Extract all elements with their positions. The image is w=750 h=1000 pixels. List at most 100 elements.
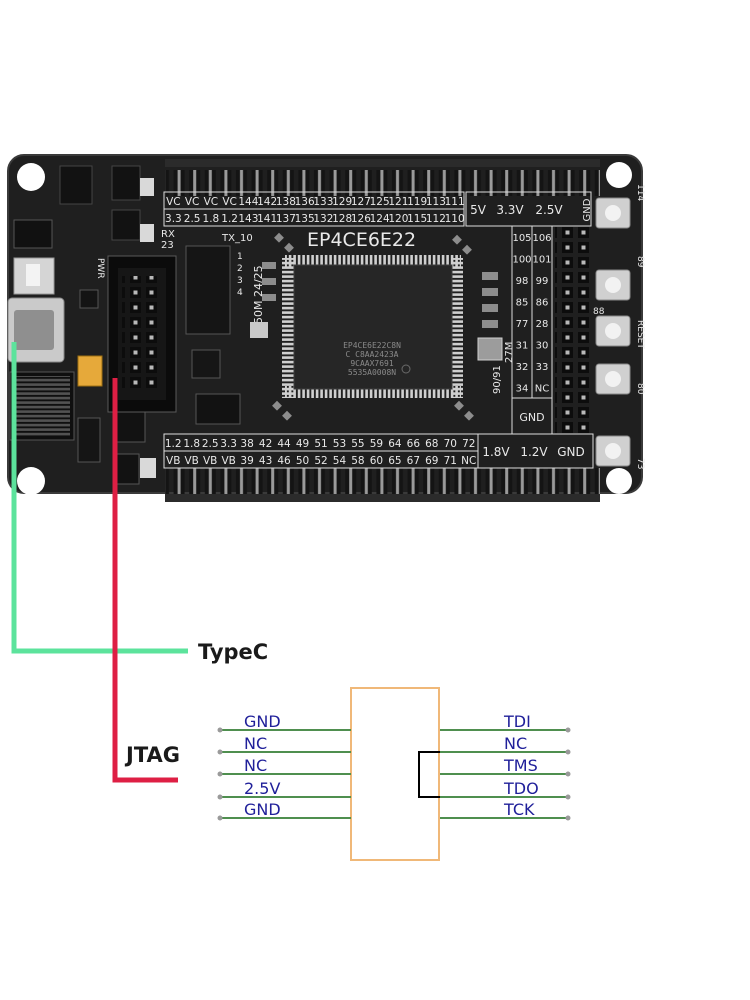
- right-header-pin-label: 85: [516, 297, 529, 308]
- bottom-header-pin-label: 68: [425, 438, 438, 450]
- top-header-pin-label: 1.8: [203, 213, 220, 225]
- top-header-pin-label: 144: [238, 196, 258, 208]
- osc-50m-label: 50M 24/25: [252, 265, 265, 324]
- top-header-pin-label: 112: [426, 213, 446, 225]
- jtag-right-pin-label: TCK: [503, 800, 535, 819]
- jtag-right-pin-label: TMS: [503, 756, 538, 775]
- bottom-header-pin-label: NC: [461, 455, 476, 467]
- jtag-connector-body: [350, 687, 440, 861]
- mount-hole: [17, 163, 45, 191]
- top-header-pin-label: 125: [370, 196, 390, 208]
- button-88-label: 88: [593, 307, 605, 317]
- top-header-pin-label: 3.3: [165, 213, 182, 225]
- jtag-pin-end: [565, 815, 571, 821]
- top-header-strip: [165, 159, 600, 167]
- bottom-header-pin-label: 2.5: [202, 438, 219, 450]
- bottom-rail-label: 1.8V: [482, 445, 510, 459]
- right-header-pin-label: NC: [535, 383, 549, 394]
- crystal-50m: [250, 322, 268, 338]
- bottom-header-pin-label: VB: [221, 455, 235, 467]
- top-header-pin-label: 142: [257, 196, 277, 208]
- bottom-header-pin-label: 39: [240, 455, 253, 467]
- top-header-pin-label: 129: [332, 196, 352, 208]
- led-2-label: 2: [237, 264, 243, 274]
- bottom-header-pin-label: 70: [444, 438, 457, 450]
- top-header-pin-label: 128: [332, 213, 352, 225]
- top-header-pin-label: 126: [351, 213, 371, 225]
- reset-label: RESET: [635, 320, 645, 349]
- right-header-pin-label: 86: [536, 297, 549, 308]
- pin-90-91-label: 90/91: [492, 365, 503, 394]
- right-header-pin-label: 34: [516, 383, 529, 394]
- tantalum-capacitor: [77, 355, 103, 387]
- bottom-header-pin-label: 67: [407, 455, 420, 467]
- flash-chip: [195, 393, 241, 425]
- tx-label: TX_10: [221, 233, 253, 244]
- top-header-pin-label: VC: [204, 196, 219, 208]
- top-header-pin-label: 121: [388, 196, 408, 208]
- right-header-pin-label: 100: [512, 254, 531, 265]
- jtag-left-pin-label: 2.5V: [244, 779, 280, 798]
- bottom-header-pin-label: 49: [296, 438, 309, 450]
- mount-hole: [606, 162, 632, 188]
- bottom-header-pin-label: 46: [277, 455, 291, 467]
- typec-callout-wire: [11, 342, 188, 654]
- bottom-header-pin-label: VB: [203, 455, 217, 467]
- jtag-left-pin-label: GND: [244, 712, 281, 731]
- top-rail-label: GND: [582, 198, 593, 221]
- bottom-header-pin-label: 69: [425, 455, 438, 467]
- jtag-pin-end: [217, 749, 223, 755]
- bottom-header-pins: [165, 468, 600, 494]
- top-header-pin-label: 111: [445, 196, 465, 208]
- top-header-pin-label: 136: [295, 196, 315, 208]
- top-header-pin-label: 143: [238, 213, 258, 225]
- top-header-pin-label: 113: [426, 196, 446, 208]
- bottom-header-pin-label: 64: [388, 438, 402, 450]
- jtag-pin-end: [217, 727, 223, 733]
- button-114-label: 114: [635, 184, 645, 201]
- led-1-label: 1: [237, 252, 243, 262]
- jtag-pin-end: [217, 794, 223, 800]
- left-components: [7, 165, 241, 485]
- rx-label: RX: [161, 229, 175, 240]
- bottom-header-pin-label: 53: [333, 438, 346, 450]
- push-buttons: [595, 197, 631, 467]
- jtag-left-pin-label: NC: [244, 756, 267, 775]
- bottom-header-pin-label: 59: [370, 438, 383, 450]
- bottom-header-pin-label: 38: [240, 438, 253, 450]
- jtag-pin-end: [217, 771, 223, 777]
- capacitor-group: [262, 232, 498, 421]
- chip-label: EP4CE6E22: [307, 229, 416, 251]
- bottom-header-pin-label: 50: [296, 455, 309, 467]
- right-header-pin-label: 101: [532, 254, 551, 265]
- top-header-pin-label: 124: [370, 213, 390, 225]
- bottom-header-pin-label: 66: [407, 438, 421, 450]
- rx-number: 23: [161, 240, 174, 251]
- chip-marking-line: 9CAAX7691: [350, 359, 394, 368]
- right-header-pin-label: 98: [516, 276, 529, 287]
- top-header-pin-label: 110: [445, 213, 465, 225]
- pwr-label: PWR: [95, 258, 105, 279]
- bottom-header-pin-label: 60: [370, 455, 383, 467]
- top-header-pin-label: 141: [257, 213, 277, 225]
- mount-hole: [17, 467, 45, 495]
- led-4-label: 4: [237, 288, 243, 298]
- right-header-pin-label: 106: [532, 233, 551, 244]
- bottom-rail-label: 1.2V: [520, 445, 548, 459]
- top-header-pin-label: 115: [407, 213, 427, 225]
- jtag-right-pin-label: TDO: [503, 779, 539, 798]
- bottom-header-pin-label: VB: [185, 455, 199, 467]
- top-header-pin-label: 2.5: [184, 213, 201, 225]
- right-header-pin-label: 33: [536, 362, 549, 373]
- top-rail-label: 3.3V: [496, 203, 524, 217]
- led-3-label: 3: [237, 276, 243, 286]
- top-header-pin-label: 135: [295, 213, 315, 225]
- bottom-header-pin-label: 42: [259, 438, 272, 450]
- bottom-header-pin-label: 71: [444, 455, 457, 467]
- top-header-pin-label: 127: [351, 196, 371, 208]
- bottom-header-pin-label: 1.8: [183, 438, 200, 450]
- crystal-27m: [477, 337, 503, 361]
